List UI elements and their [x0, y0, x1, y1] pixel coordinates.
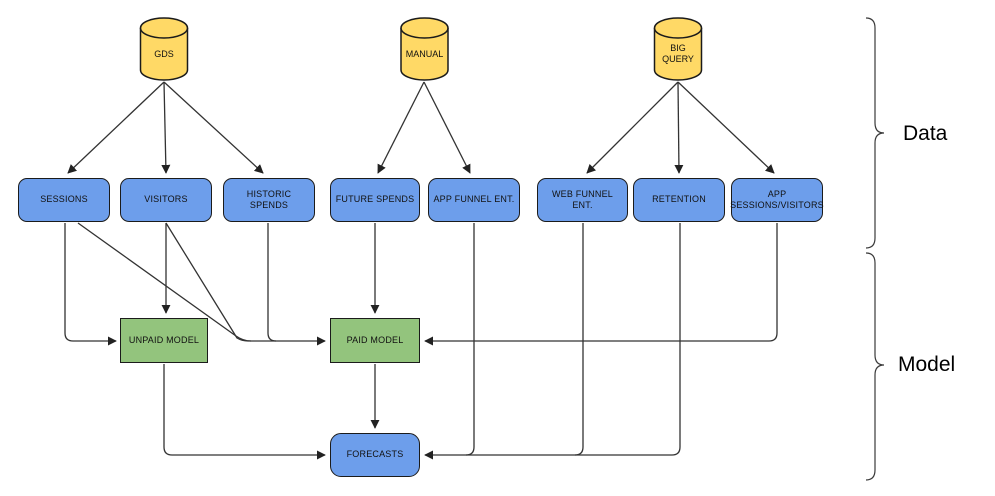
- node-retention[interactable]: RETENTION: [633, 178, 725, 222]
- edge-gds-visitors: [161, 81, 171, 174]
- edge-gds-sessions: [67, 81, 165, 174]
- node-visitors[interactable]: VISITORS: [120, 178, 212, 222]
- edge-appfunnel-down: [465, 223, 475, 456]
- model-group-brace: [865, 252, 885, 481]
- edge-visitors-paid: [165, 222, 249, 342]
- edge-sessions-unpaid: [64, 223, 117, 346]
- gds-cylinder-shape[interactable]: [139, 17, 189, 81]
- source-gds-label: GDS: [154, 49, 174, 60]
- source-manual-label: MANUAL: [405, 49, 444, 60]
- node-sessions[interactable]: SESSIONS: [18, 178, 110, 222]
- edge-retention-down: [671, 223, 681, 456]
- node-app-funnel-ent[interactable]: APP FUNNEL ENT.: [428, 178, 520, 222]
- model-group-label: Model: [898, 353, 956, 376]
- data-group-label: Data: [903, 122, 948, 145]
- edge-bq-retention: [674, 81, 684, 174]
- edge-unpaid-forecasts: [163, 364, 326, 460]
- data-group-brace: [865, 17, 885, 249]
- node-historic-spends[interactable]: HISTORIC SPENDS: [223, 178, 315, 222]
- node-unpaid-model[interactable]: UNPAID MODEL: [120, 318, 208, 363]
- edge-manual-appfunnel: [423, 81, 471, 174]
- edge-manual-future: [377, 81, 425, 174]
- manual-cylinder-shape[interactable]: [400, 17, 449, 81]
- big-query-cylinder-shape[interactable]: [653, 17, 703, 81]
- node-web-funnel-ent[interactable]: WEB FUNNEL ENT.: [537, 178, 628, 222]
- edge-historic-paid: [267, 223, 277, 342]
- edge-appsv-paid: [424, 223, 778, 346]
- edge-bq-appsv: [677, 81, 775, 174]
- edge-webfunnel-down: [574, 223, 584, 456]
- edge-gds-historic: [163, 81, 264, 174]
- edge-bq-webfunnel: [586, 81, 679, 174]
- node-forecasts[interactable]: FORECASTS: [330, 433, 420, 477]
- node-app-sessions-visitors[interactable]: APP SESSIONS/VISITORS: [730, 178, 824, 222]
- node-paid-model[interactable]: PAID MODEL: [330, 318, 420, 363]
- node-future-spends[interactable]: FUTURE SPENDS: [330, 178, 420, 222]
- source-big-query-label: BIG QUERY: [662, 42, 694, 64]
